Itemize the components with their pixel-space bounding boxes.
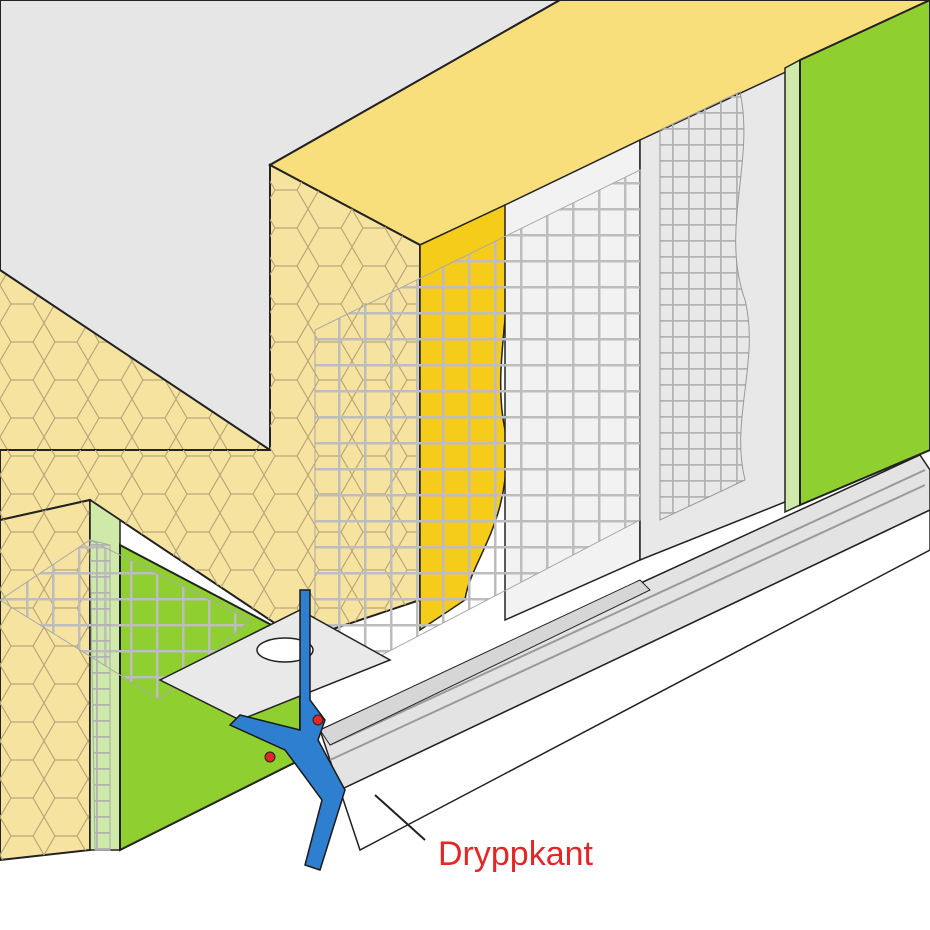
reinforcement-mesh <box>314 169 641 691</box>
corner-mesh <box>0 539 251 851</box>
dryppkant-callout: Dryppkant <box>374 794 594 873</box>
green-board-right <box>784 0 930 514</box>
profile-flange <box>158 609 392 721</box>
callout-leader-line <box>374 794 426 841</box>
dryppkant-label: Dryppkant <box>438 835 594 873</box>
drip-profile-rail <box>319 454 930 852</box>
profile-cross-section <box>228 589 346 871</box>
ceiling-slab <box>0 0 563 451</box>
